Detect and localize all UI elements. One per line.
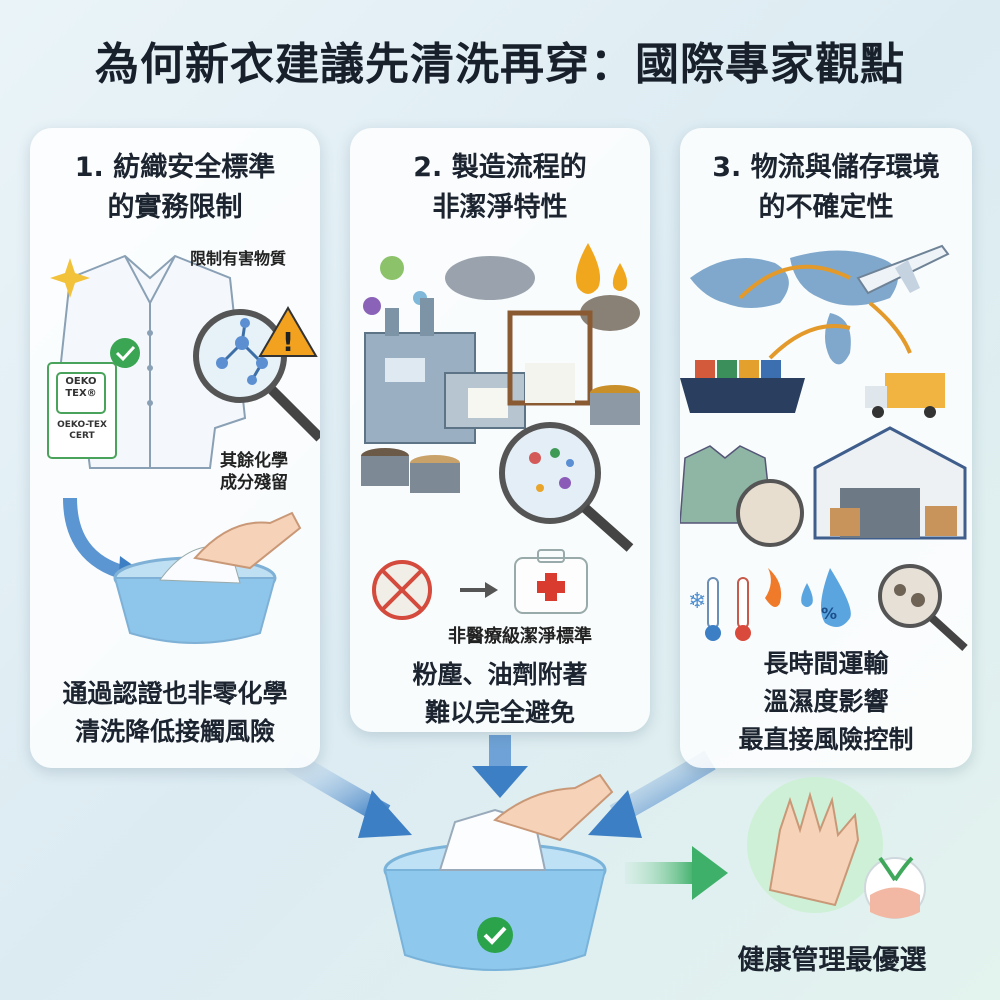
prohibited-icon [372,560,432,620]
panel-title-line1: 2. 製造流程的 [413,152,587,183]
panel1-illustration: ! [47,254,320,644]
clean-hand-icon [747,777,883,913]
final-label: 健康管理最優選 [737,945,927,976]
first-aid-kit-icon [514,549,588,614]
panel-caption: 粉塵、油劑附著 難以完全避免 [350,656,650,732]
panel-title: 3. 物流與儲存環境 的不確定性 [680,148,972,228]
oeko-logo-line1: OEKO [65,376,97,387]
panel-title: 1. 紡織安全標準 的實務限制 [30,148,320,228]
panel-title: 2. 製造流程的 非潔淨特性 [350,148,650,228]
panel-logistics: 3. 物流與儲存環境 的不確定性 ❄ % 長時間運輸 溫濕度影響 最直接風險控制 [680,128,972,768]
warehouse-icon [813,426,967,540]
flame-icon [765,568,782,607]
caption-line1: 粉塵、油劑附著 [412,660,588,689]
arrow-green-head [692,846,728,900]
panel-title-line2: 非潔淨特性 [432,192,568,223]
svg-text:!: ! [282,328,294,358]
humidity-symbol: % [820,604,838,623]
humidity-drop-icon [801,568,851,627]
oil-drop-icon [575,243,628,294]
thermometer-icon [705,577,751,641]
factory-machine-icon [364,298,526,444]
healthy-skin-icon [864,856,926,919]
cargo-ship-icon [680,360,805,413]
arrow-right-head [588,790,642,838]
snowflake-icon: ❄ [688,589,706,614]
oeko-tex-logo-text: OEKO TEX® [60,376,102,400]
arrow-left-head [358,790,412,838]
label-non-medical-grade: 非醫療級潔淨標準 [448,626,592,647]
loom-icon [507,310,593,406]
sparkle-icon [50,258,90,298]
caption-line3: 最直接風險控制 [738,725,914,754]
mold-magnifier-icon [878,564,968,651]
label-restrict-harmful: 限制有害物質 [190,249,287,268]
label-residual-chemicals: 其餘化學 成分殘留 [220,450,288,494]
curved-arrow-icon [63,497,128,580]
vat-icon [361,385,640,493]
center-hand-icon [492,773,614,842]
panel-caption: 長時間運輸 溫濕度影響 最直接風險控制 [680,645,972,759]
truck-icon [865,373,945,418]
oeko-cert-line1: OEKO-TEX [57,420,107,430]
panel-title-line1: 3. 物流與儲存環境 [712,152,940,183]
warning-icon: ! [258,306,318,358]
arrow-center-head [472,766,528,798]
check-icon [477,917,513,953]
caption-line2: 溫濕度影響 [763,687,889,716]
oeko-cert-line2: CERT [69,431,95,441]
check-badge-icon [110,338,140,368]
arrow-right-icon [460,582,498,598]
dust-cloud-icon [445,256,640,331]
panel-manufacturing: 2. 製造流程的 非潔淨特性 非醫療級潔淨標準 粉塵、油劑附著 難以完全避免 [350,128,650,732]
caption-line2: 難以完全避免 [424,698,575,727]
panel2-illustration [361,243,640,620]
panel-title-line2: 的不確定性 [758,192,894,223]
panel-textile-standards: 1. 紡織安全標準 的實務限制 ! [30,128,320,768]
label-residual-line2: 成分殘留 [220,473,288,493]
route-arrows-icon [738,264,912,360]
panel-title-line1: 1. 紡織安全標準 [74,152,276,183]
panel-caption: 通過認證也非零化學 清洗降低接觸風險 [30,675,320,751]
page-title: 為何新衣建議先清洗再穿：國際專家觀點 [95,39,905,90]
oeko-tex-cert-tag [47,362,117,459]
oeko-tex-cert-text: OEKO-TEX CERT [48,420,116,442]
panel3-illustration: ❄ [680,244,968,651]
svg-text:❄: ❄ [688,589,706,614]
airplane-icon [856,244,950,295]
hand-icon [193,511,302,570]
label-residual-line1: 其餘化學 [220,451,288,471]
magnifier-microbe-icon [499,422,634,552]
caption-line1: 長時間運輸 [763,649,889,678]
panel-title-line2: 的實務限制 [107,192,243,223]
odor-magnifier-icon [736,479,804,547]
oeko-logo-line2: TEX® [65,388,97,399]
caption-line2: 清洗降低接觸風險 [74,717,275,746]
arrow-green-body [625,862,695,884]
caption-line1: 通過認證也非零化學 [62,679,288,708]
